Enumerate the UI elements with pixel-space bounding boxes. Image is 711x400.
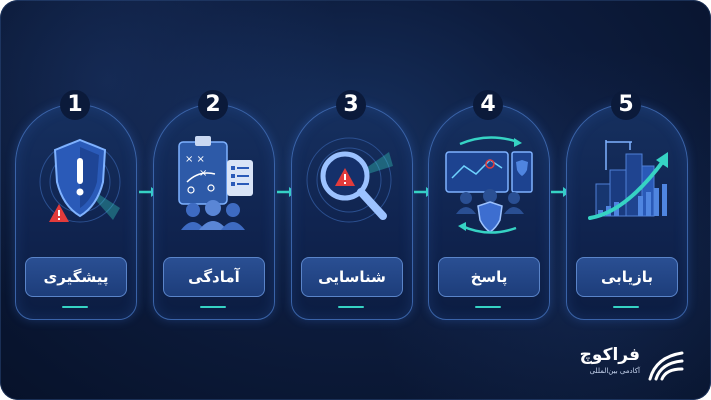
step-response: 4 پاسخ	[428, 90, 550, 320]
accent-line	[475, 306, 501, 308]
step-label: بازیابی	[576, 257, 678, 297]
svg-text:× ×: × ×	[185, 154, 205, 165]
step-number: 5	[611, 90, 641, 120]
step-number: 2	[198, 90, 228, 120]
step-label: پیشگیری	[25, 257, 127, 297]
step-recovery: 5 بازیابی	[566, 90, 688, 320]
accent-line	[613, 306, 639, 308]
clipboard-team-icon: × × ×	[178, 136, 253, 230]
growth-chart-icon	[588, 140, 668, 220]
step-number: 4	[473, 90, 503, 120]
step-prevention: 1 پیشگیری	[15, 90, 137, 320]
shield-warning-icon	[39, 138, 121, 223]
brand-tagline: آکادمی بین‌المللی	[589, 367, 640, 375]
step-label: آمادگی	[163, 257, 265, 297]
step-detection: 3 شناسایی	[291, 90, 413, 320]
step-number: 1	[60, 90, 90, 120]
brand-name: فراکوچ	[579, 345, 640, 365]
response-team-icon	[445, 136, 533, 234]
step-number: 3	[336, 90, 366, 120]
step-label: پاسخ	[438, 257, 540, 297]
accent-line	[338, 306, 364, 308]
step-preparedness: 2 × × × آمادگی	[153, 90, 275, 320]
accent-line	[200, 306, 226, 308]
accent-line	[62, 306, 88, 308]
brand-mark-icon	[648, 351, 684, 381]
magnifier-alert-icon	[306, 137, 393, 223]
brand-logo: فراکوچ آکادمی بین‌المللی	[578, 345, 688, 385]
step-label: شناسایی	[301, 257, 403, 297]
